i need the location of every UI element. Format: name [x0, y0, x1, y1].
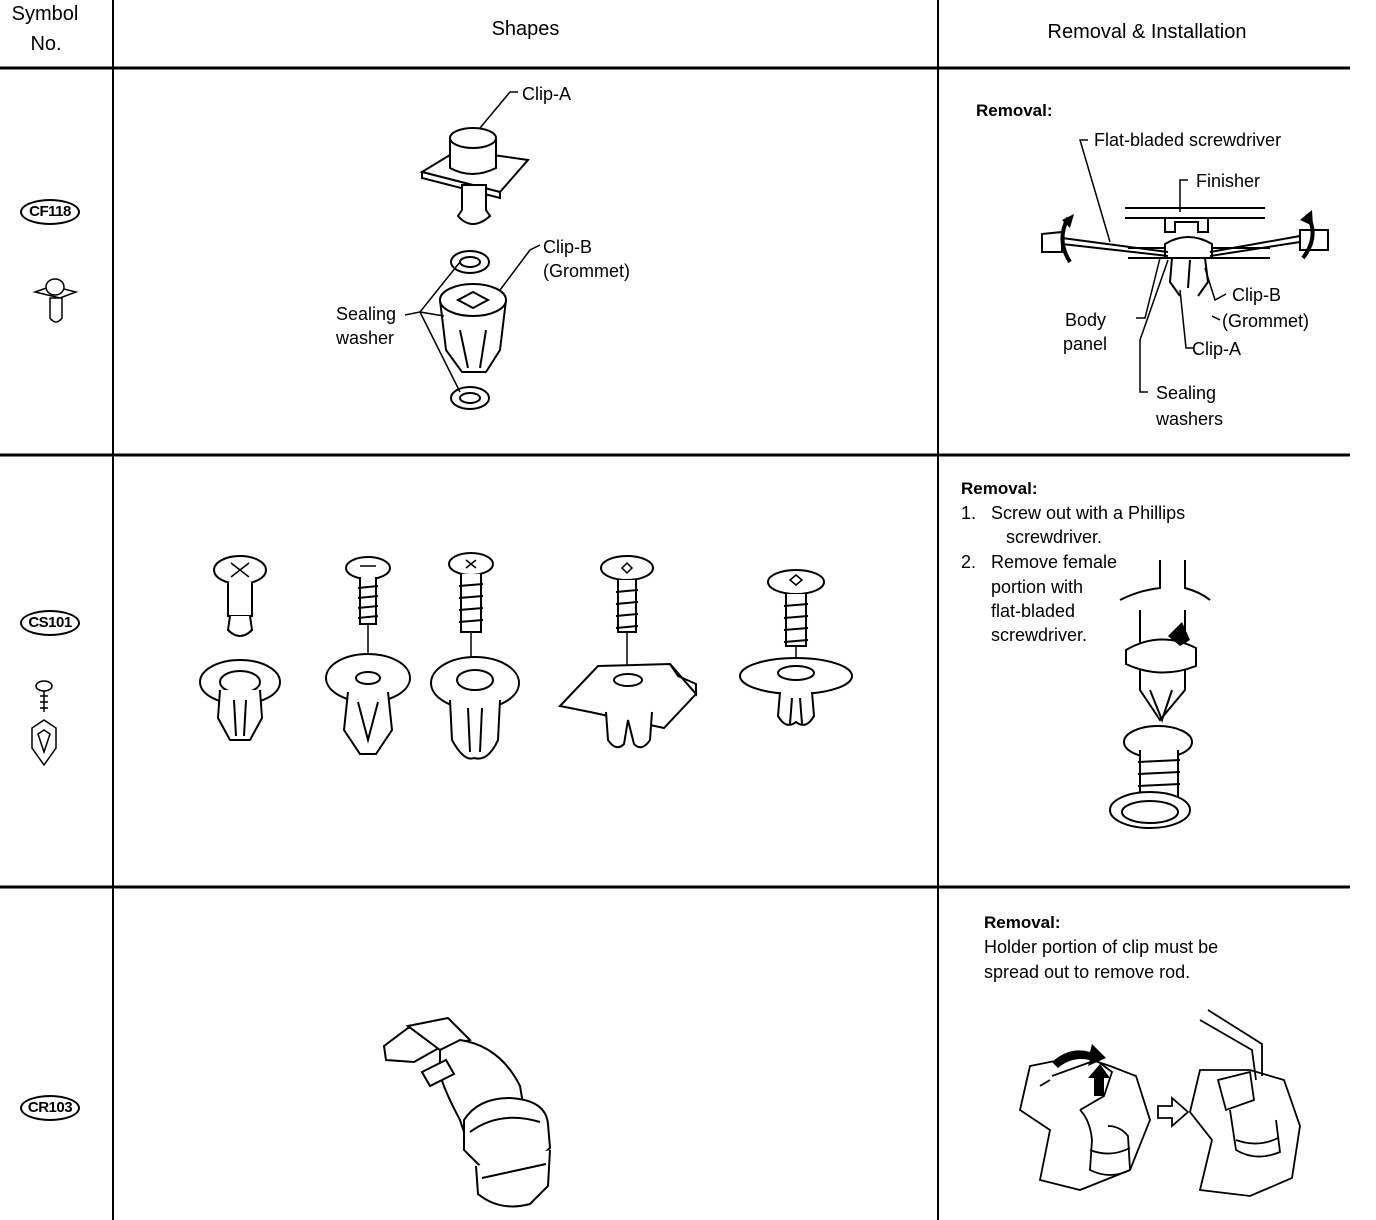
cf118-label-washers-line1: Sealing	[1156, 383, 1217, 403]
cs101-removal-heading: Removal:	[961, 479, 1038, 498]
cf118-mini-icon	[32, 278, 79, 323]
symbol-badge-cs101: CS101	[20, 610, 80, 636]
cs101-step2-line4: screwdriver.	[991, 625, 1088, 645]
header-removal: Removal & Installation	[1047, 21, 1247, 43]
cr103-removal-drawing	[1018, 1009, 1301, 1197]
cf118-label-finisher: Finisher	[1196, 171, 1261, 191]
label-sealing-line2: washer	[336, 328, 395, 348]
header-shapes: Shapes	[491, 18, 560, 40]
label-clip-b-line1: Clip-B	[543, 237, 593, 257]
cr103-removal-line2: spread out to remove rod.	[984, 962, 1191, 982]
cr103-arrows	[1052, 1044, 1110, 1096]
cf118-removal-heading: Removal:	[976, 101, 1053, 120]
fastener-3	[430, 552, 520, 760]
cf118-label-body-line2: panel	[1063, 334, 1108, 354]
cf118-label-body-line1: Body	[1065, 310, 1107, 330]
fastener-5	[739, 569, 853, 726]
fastener-2	[325, 556, 411, 755]
cs101-step2-line1: Remove female	[991, 552, 1118, 572]
clip-b-drawing	[438, 283, 508, 373]
cr103-removal-heading: Removal:	[984, 913, 1061, 932]
cr103-removal-line1: Holder portion of clip must be	[984, 937, 1219, 957]
label-clip-b-line2: (Grommet)	[543, 261, 630, 281]
cs101-step2-line3: flat-bladed	[991, 601, 1076, 621]
cs101-rotate-arrow	[1168, 622, 1190, 646]
cf118-label-clip-a: Clip-A	[1192, 339, 1242, 359]
cf118-removal-drawing	[1041, 207, 1329, 297]
label-clip-a: Clip-A	[522, 84, 572, 104]
cf118-label-washers-line2: washers	[1156, 409, 1224, 429]
cs101-step1-num: 1.	[961, 503, 977, 523]
cs101-removal-drawing	[1109, 560, 1211, 829]
fastener-1	[199, 555, 281, 741]
cf118-label-screwdriver: Flat-bladed screwdriver	[1094, 130, 1282, 150]
symbol-badge-cr103: CR103	[20, 1095, 80, 1121]
cf118-removal-arrowheads	[1062, 210, 1313, 228]
cf118-label-clip-b-line2: (Grommet)	[1222, 311, 1309, 331]
cs101-step2-line2: portion with	[991, 577, 1084, 597]
rod-holder-clip-drawing	[382, 1016, 552, 1208]
clip-a-drawing	[419, 127, 530, 225]
header-symbol-line2: No.	[30, 33, 62, 55]
shape-leaders	[404, 91, 541, 393]
cs101-step1-line1: Screw out with a Phillips	[991, 503, 1186, 523]
cs101-step2-num: 2.	[961, 552, 977, 572]
cf118-label-clip-b-line1: Clip-B	[1232, 285, 1282, 305]
cf118-removal-leaders	[1078, 139, 1227, 393]
cs101-mini-icon	[31, 680, 57, 767]
label-sealing-line1: Sealing	[336, 304, 397, 324]
header-symbol-line1: Symbol	[11, 3, 79, 25]
symbol-badge-cf118: CF118	[20, 199, 80, 225]
cs101-step1-line2: screwdriver.	[1006, 527, 1103, 547]
fastener-4	[558, 555, 698, 749]
